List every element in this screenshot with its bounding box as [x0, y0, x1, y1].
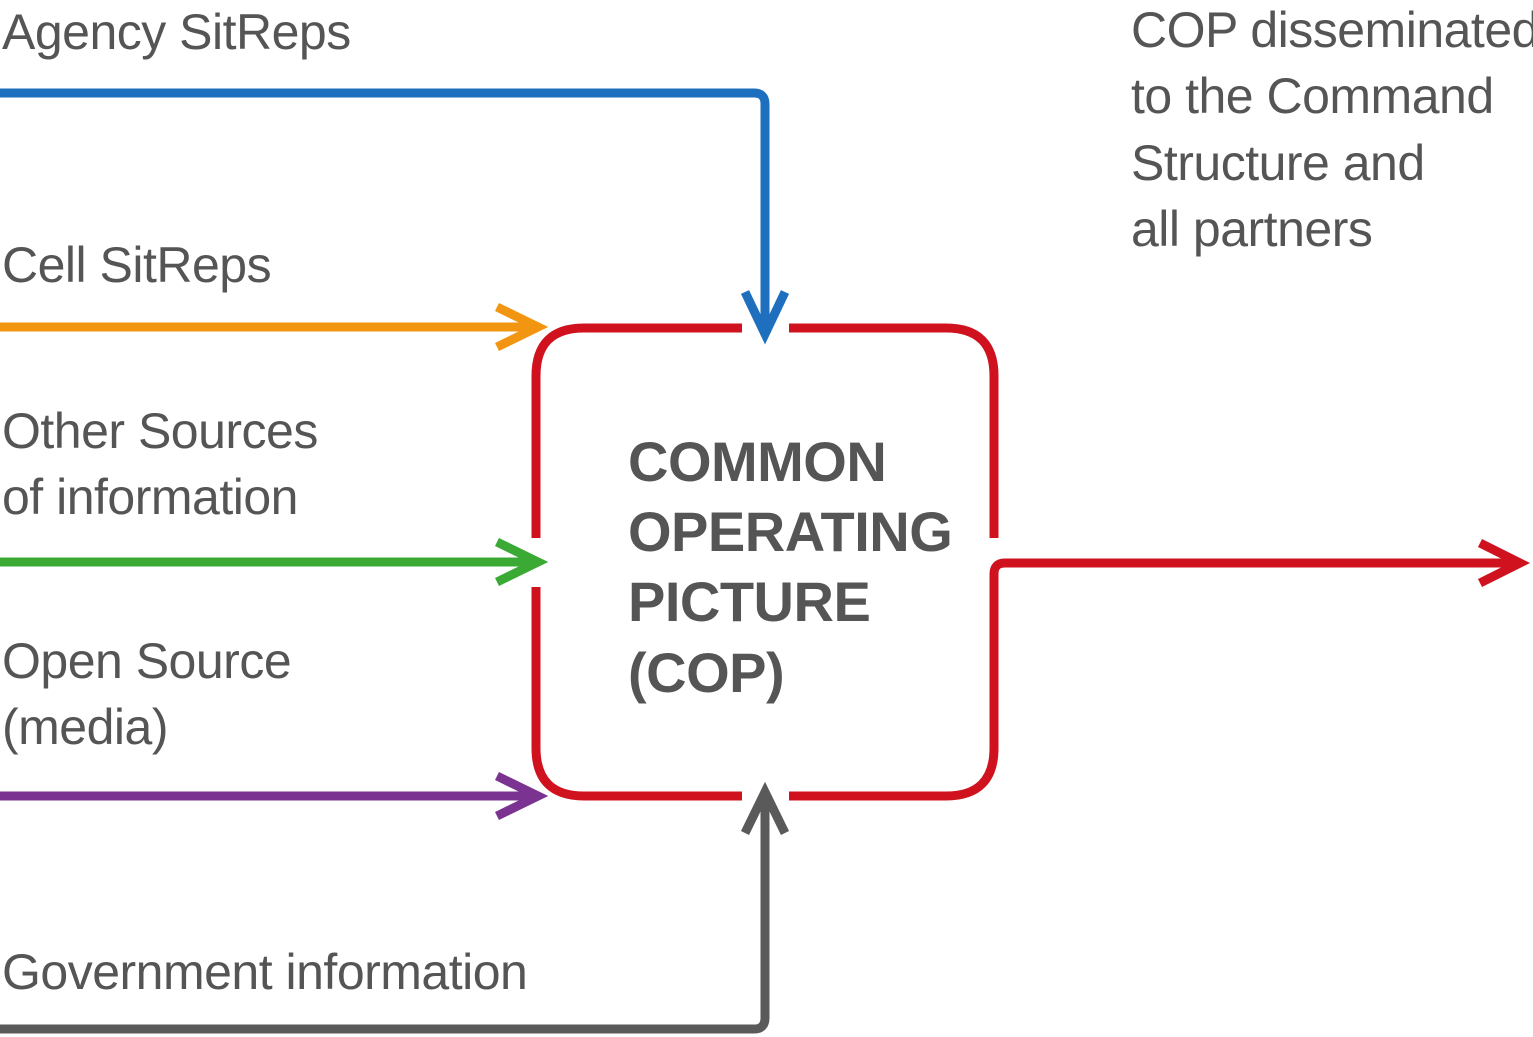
other-sources-label-line-1: Other Sources — [2, 403, 318, 459]
output-arrow-line — [989, 558, 1520, 587]
cell-sitreps-label: Cell SitReps — [2, 237, 271, 293]
output-text-line-4: all partners — [1131, 201, 1372, 257]
open-source-arrow — [0, 771, 549, 821]
output-text-line-3: Structure and — [1131, 135, 1425, 191]
agency-sitreps-arrowhead — [740, 290, 790, 345]
cell-sitreps-arrow — [0, 302, 549, 352]
other-sources-label-line-2: of information — [2, 469, 298, 525]
government-label: Government information — [2, 944, 527, 1000]
cop-title-line-2: OPERATING — [628, 500, 952, 563]
cop-title-line-1: COMMON — [628, 430, 886, 493]
output-arrowhead — [1477, 538, 1531, 588]
open-source-label-line-2: (media) — [2, 699, 168, 755]
cop-box-top-left — [531, 323, 742, 538]
cop-title-line-3: PICTURE — [628, 570, 870, 633]
government-arrow — [0, 781, 790, 1034]
cop-box-bottom-right — [789, 587, 999, 801]
government-arrowhead — [740, 781, 790, 835]
cop-box-top-right — [789, 323, 999, 538]
other-sources-arrow — [0, 537, 549, 587]
output-text-line-2: to the Command — [1131, 68, 1494, 124]
output-arrow — [989, 538, 1531, 588]
agency-sitreps-arrow — [0, 88, 790, 345]
output-text-line-1: COP disseminated — [1131, 2, 1533, 58]
agency-sitreps-line — [0, 88, 770, 334]
cop-box — [531, 323, 999, 801]
other-sources-arrowhead — [495, 537, 549, 587]
agency-sitreps-label: Agency SitReps — [2, 4, 351, 60]
open-source-label-line-1: Open Source — [2, 633, 291, 689]
cop-box-bottom-left — [531, 587, 742, 801]
cell-sitreps-arrowhead — [495, 302, 549, 352]
cop-title-line-4: (COP) — [628, 641, 784, 704]
open-source-arrowhead — [495, 771, 549, 821]
government-line — [0, 792, 770, 1034]
